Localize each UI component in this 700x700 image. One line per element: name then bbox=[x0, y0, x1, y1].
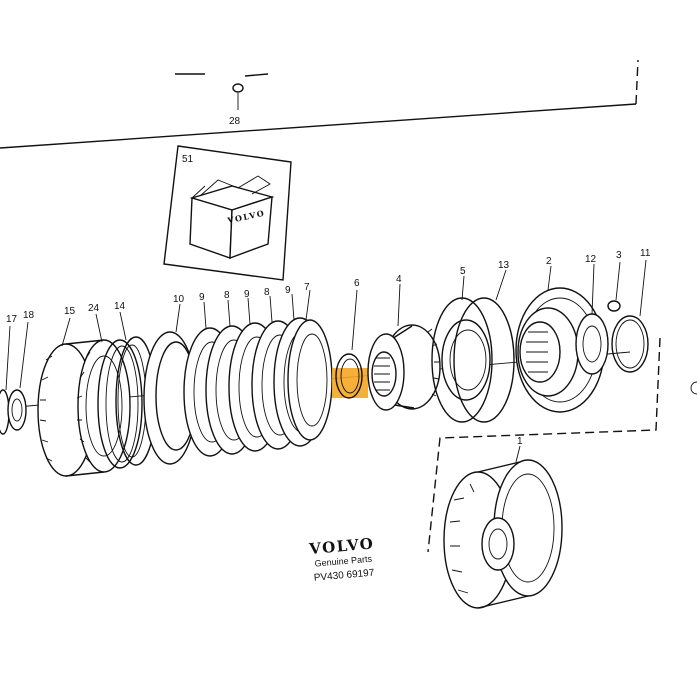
part-11-o-ring[interactable] bbox=[611, 259, 649, 373]
callout-9-a: 9 bbox=[199, 292, 205, 303]
edge-mark bbox=[690, 381, 698, 395]
callout-4: 4 bbox=[396, 274, 402, 285]
callout-12: 12 bbox=[585, 254, 597, 265]
part-15-clutch-drum[interactable] bbox=[37, 317, 131, 477]
assembly-boundary-upper bbox=[0, 59, 639, 149]
part-1-gear-housing[interactable] bbox=[443, 445, 563, 609]
part-12-sleeve[interactable] bbox=[575, 263, 609, 375]
part-13-seal[interactable] bbox=[453, 269, 515, 423]
part-51-kit-box[interactable]: VOLVO bbox=[163, 145, 292, 281]
callout-5: 5 bbox=[460, 266, 466, 277]
callout-8-a: 8 bbox=[224, 290, 230, 301]
callout-28: 28 bbox=[229, 116, 241, 127]
callout-9-b: 9 bbox=[244, 289, 250, 300]
callout-9-c: 9 bbox=[285, 285, 291, 296]
brand-block: VOLVO Genuine Parts PV430 69197 bbox=[308, 534, 376, 583]
callout-51: 51 bbox=[182, 154, 194, 165]
callout-14: 14 bbox=[114, 301, 126, 312]
drawing-number: PV430 69197 bbox=[313, 567, 375, 583]
callout-6: 6 bbox=[354, 278, 360, 289]
callout-2: 2 bbox=[546, 256, 552, 267]
callout-15: 15 bbox=[64, 306, 76, 317]
part-4-hub[interactable] bbox=[367, 283, 441, 411]
callout-11: 11 bbox=[640, 248, 651, 259]
callout-1: 1 bbox=[517, 436, 523, 447]
part-2-piston-housing[interactable] bbox=[515, 265, 605, 413]
assembly-boundary-lower bbox=[427, 337, 661, 553]
part-3-plug-screw[interactable] bbox=[607, 261, 621, 312]
callout-10: 10 bbox=[173, 294, 185, 305]
callout-3: 3 bbox=[616, 250, 622, 261]
part-18-bearing[interactable] bbox=[7, 321, 29, 431]
part-6-snap-ring[interactable] bbox=[332, 289, 368, 399]
brand-logo: VOLVO bbox=[308, 534, 375, 558]
part-28-plug[interactable] bbox=[232, 83, 244, 110]
part-5-seal-ring[interactable] bbox=[431, 275, 493, 423]
callout-13: 13 bbox=[498, 260, 510, 271]
callout-17: 17 bbox=[6, 314, 18, 325]
callout-7: 7 bbox=[304, 282, 310, 293]
part-24-snap-ring[interactable] bbox=[95, 313, 143, 469]
part-6-highlight bbox=[332, 368, 368, 398]
part-7-backing-plate[interactable] bbox=[287, 289, 333, 441]
callout-8-b: 8 bbox=[264, 287, 270, 298]
callout-18: 18 bbox=[23, 310, 35, 321]
callout-24: 24 bbox=[88, 303, 100, 314]
